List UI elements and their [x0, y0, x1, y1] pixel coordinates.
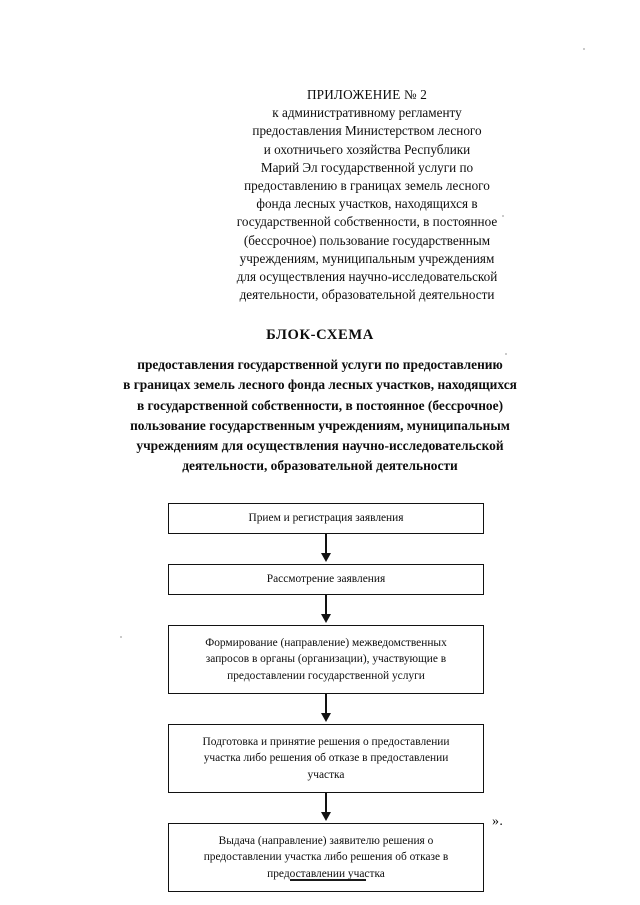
footer-divider	[290, 879, 366, 881]
flowchart-step-1: Прием и регистрация заявления	[168, 503, 484, 534]
flowchart-connector-1	[168, 534, 484, 564]
flowchart-step-line: участка либо решения об отказе в предост…	[203, 752, 449, 765]
arrow-down-icon	[325, 595, 327, 617]
subtitle-line: пользование государственным учреждениям,…	[130, 417, 510, 433]
flowchart-step-line: участка	[307, 768, 345, 781]
flowchart-step-line: Рассмотрение заявления	[266, 573, 386, 586]
flowchart-connector-4	[168, 793, 484, 823]
appendix-line: фонда лесных участков, находящихся в	[256, 196, 478, 212]
appendix-line: государственной собственности, в постоян…	[236, 214, 498, 230]
flowchart-step-line: предоставлении государственной услуги	[227, 669, 425, 682]
flowchart-step-text: Рассмотрение заявления	[169, 571, 483, 587]
subtitle-line: в границах земель лесного фонда лесных у…	[123, 377, 517, 393]
appendix-line: и охотничьего хозяйства Республики	[263, 141, 471, 157]
appendix-line: деятельности, образовательной деятельнос…	[239, 287, 495, 303]
page-subtitle: предоставления государственной услуги по…	[70, 355, 570, 477]
appendix-title: ПРИЛОЖЕНИЕ № 2	[306, 87, 428, 102]
appendix-line: (бессрочное) пользование государственным	[243, 232, 491, 248]
subtitle-line: деятельности, образовательной деятельнос…	[182, 458, 458, 474]
page-title: БЛОК-СХЕМА	[266, 327, 374, 343]
appendix-line: для осуществления научно-исследовательск…	[236, 269, 498, 285]
flowchart-step-text: Формирование (направление) межведомствен…	[169, 635, 483, 684]
closing-quote-mark: ».	[492, 814, 504, 829]
flowchart-step-line: Подготовка и принятие решения о предоста…	[202, 735, 450, 748]
scan-speck	[583, 48, 585, 50]
arrow-down-icon	[321, 812, 331, 821]
appendix-line: Марий Эл государственной услуги по	[260, 159, 474, 175]
flowchart-step-text: Выдача (направление) заявителю решения о…	[169, 833, 483, 882]
subtitle-line: в государственной собственности, в посто…	[136, 397, 504, 413]
subtitle-line: предоставления государственной услуги по…	[137, 357, 503, 372]
flowchart-connector-3	[168, 694, 484, 724]
appendix-line: предоставления Министерством лесного	[252, 123, 482, 139]
flowchart-step-line: Прием и регистрация заявления	[248, 512, 404, 525]
arrow-down-icon	[321, 553, 331, 562]
subtitle-line: учреждениям для осуществления научно-исс…	[136, 438, 504, 454]
arrow-down-icon	[325, 793, 327, 815]
flowchart-step-4: Подготовка и принятие решения о предоста…	[168, 724, 484, 793]
scan-speck	[505, 353, 507, 355]
arrow-down-icon	[321, 713, 331, 722]
appendix-line: предоставлению в границах земель лесного	[244, 178, 490, 194]
arrow-down-icon	[321, 614, 331, 623]
flowchart-step-line: предоставлении участка либо решения об о…	[203, 851, 449, 864]
appendix-line: учреждениям, муниципальным учреждениям	[239, 250, 495, 266]
arrow-down-icon	[325, 534, 327, 556]
flowchart-step-line: Выдача (направление) заявителю решения о	[218, 834, 434, 847]
flowchart-step-text: Подготовка и принятие решения о предоста…	[169, 734, 483, 783]
flowchart: Прием и регистрация заявления Рассмотрен…	[168, 503, 484, 892]
flowchart-connector-2	[168, 595, 484, 625]
scan-speck	[502, 215, 504, 217]
appendix-header-block: ПРИЛОЖЕНИЕ № 2 к административному регла…	[232, 86, 502, 304]
flowchart-step-line: предоставлении участка	[267, 867, 385, 880]
flowchart-step-line: Формирование (направление) межведомствен…	[205, 636, 447, 649]
flowchart-step-5: Выдача (направление) заявителю решения о…	[168, 823, 484, 892]
flowchart-step-text: Прием и регистрация заявления	[169, 510, 483, 526]
arrow-down-icon	[325, 694, 327, 716]
scan-speck	[120, 636, 122, 638]
appendix-line: к административному регламенту	[272, 105, 462, 121]
flowchart-step-2: Рассмотрение заявления	[168, 564, 484, 595]
flowchart-step-line: запросов в органы (организации), участву…	[205, 653, 447, 666]
flowchart-step-3: Формирование (направление) межведомствен…	[168, 625, 484, 694]
